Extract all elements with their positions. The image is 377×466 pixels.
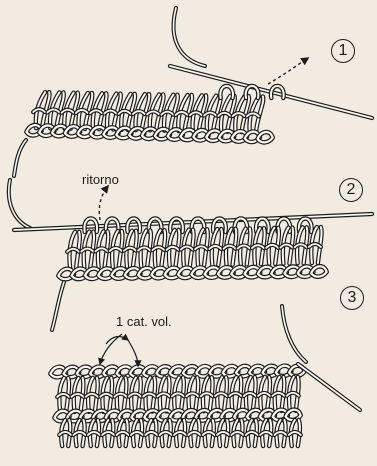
pointer-line: [128, 340, 138, 366]
working-yarn: [282, 306, 306, 362]
working-yarn: [174, 8, 205, 66]
ritorno-label: ritorno: [82, 172, 119, 187]
step-3-illustration: [50, 306, 360, 446]
step-2-illustration: [9, 180, 372, 330]
dotted-arrow-icon: [99, 186, 108, 220]
step-1-illustration: [14, 8, 372, 176]
dotted-arrow-icon: [268, 58, 308, 84]
step-number-3: 3: [340, 286, 364, 310]
step-number-2: 2: [339, 178, 363, 202]
tail-yarn: [14, 140, 26, 176]
step-number-1: 1: [331, 39, 355, 63]
chain-stitch-label: 1 cat. vol.: [116, 314, 172, 329]
